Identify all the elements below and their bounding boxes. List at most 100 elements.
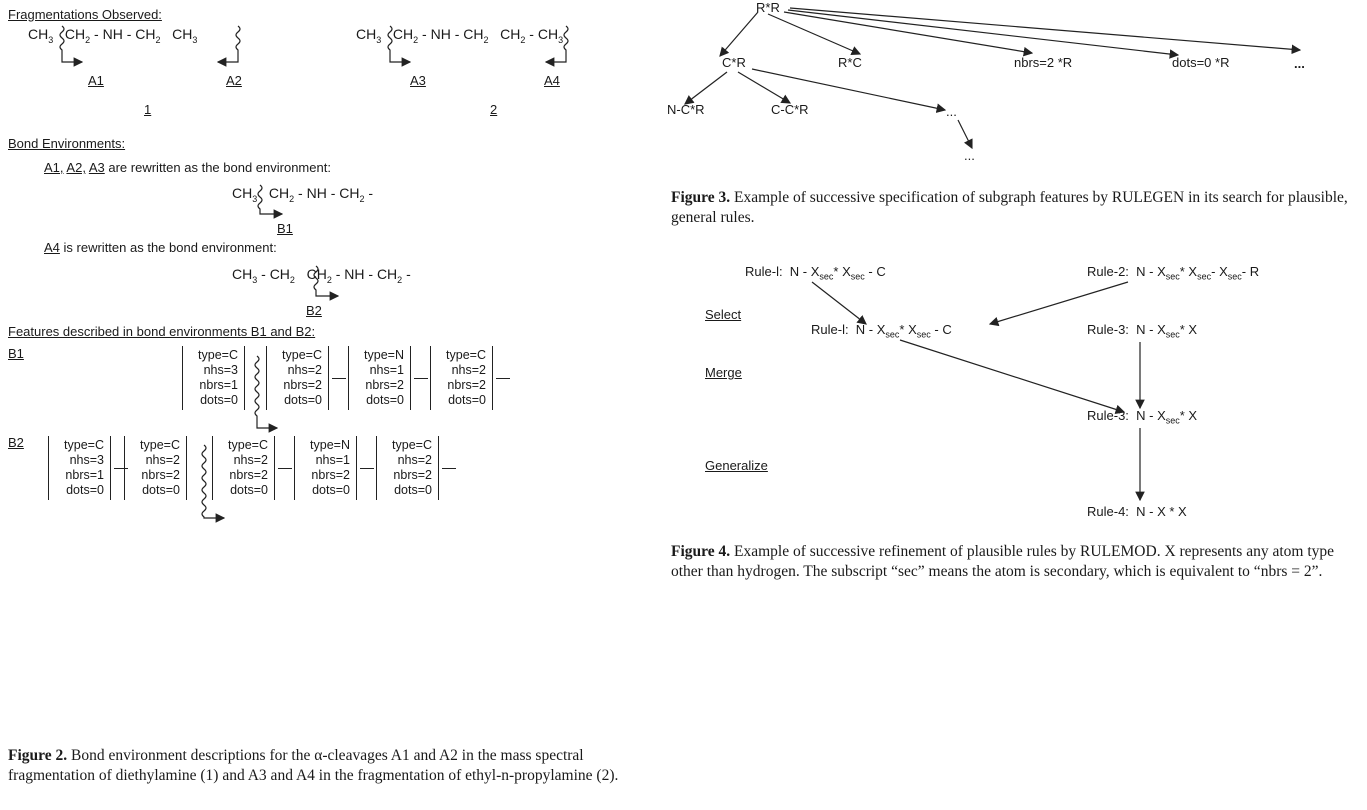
- atom-feature: nbrs=2: [311, 468, 350, 482]
- table-bracket: [356, 436, 357, 500]
- table-bracket: [110, 436, 111, 500]
- bond-environments-header: Bond Environments:: [8, 136, 126, 151]
- bond-dash: [332, 378, 346, 379]
- atom-feature: dots=0: [312, 483, 350, 497]
- bond-dash: [442, 468, 456, 469]
- atom-feature: dots=0: [448, 393, 486, 407]
- atom-feature: type=C: [392, 438, 432, 452]
- rewrite-line-1: A1, A2, A3 are rewritten as the bond env…: [44, 160, 331, 175]
- atom-feature: nbrs=1: [65, 468, 104, 482]
- fig3-node-dots: dots=0 *R: [1172, 55, 1230, 70]
- fig3-node-ellipsis-1: ...: [1294, 56, 1305, 71]
- table-bracket: [294, 436, 295, 500]
- table-bracket: [328, 346, 329, 410]
- atom-feature: dots=0: [200, 393, 238, 407]
- table-bracket: [48, 436, 49, 500]
- fragmentations-header: Fragmentations Observed:: [8, 7, 162, 22]
- cleavage-mark-b2: [313, 265, 340, 301]
- atom-feature: type=N: [310, 438, 350, 452]
- cleavage-mark-a1: [59, 25, 84, 67]
- bond-dash: [414, 378, 428, 379]
- fig3-node-ellipsis-2: ...: [946, 104, 957, 119]
- atom-feature: nbrs=2: [447, 378, 486, 392]
- fig3-node-c-r: C*R: [722, 55, 746, 70]
- rewrite-line-2: A4 is rewritten as the bond environment:: [44, 240, 277, 255]
- table-bracket: [212, 436, 213, 500]
- table-b1-cleavage: [254, 355, 279, 433]
- cleavage-mark-b1: [257, 184, 284, 219]
- atom-feature: nbrs=2: [365, 378, 404, 392]
- atom-feature: nhs=2: [451, 363, 486, 377]
- cleavage-a2: A2: [226, 73, 242, 88]
- fig3-node-c-c-r: C-C*R: [771, 102, 809, 117]
- atom-feature: nhs=2: [397, 453, 432, 467]
- cleavage-a4: A4: [544, 73, 560, 88]
- molecule-1-label: 1: [144, 102, 152, 117]
- table-bracket: [182, 346, 183, 410]
- bond-dash: [496, 378, 510, 379]
- atom-feature: nbrs=2: [393, 468, 432, 482]
- table-bracket: [410, 346, 411, 410]
- atom-feature: dots=0: [66, 483, 104, 497]
- cleavage-mark-a4: [544, 25, 569, 67]
- table-bracket: [492, 346, 493, 410]
- atom-feature: nhs=3: [69, 453, 104, 467]
- atom-feature: type=C: [282, 348, 322, 362]
- table-bracket: [266, 346, 267, 410]
- atom-feature: type=C: [140, 438, 180, 452]
- atom-feature: dots=0: [394, 483, 432, 497]
- atom-feature: nbrs=2: [283, 378, 322, 392]
- atom-feature: type=C: [198, 348, 238, 362]
- molecule-2-formula: CH3 CH2 - NH - CH2 CH2 - CH3: [356, 26, 564, 45]
- table-bracket: [274, 436, 275, 500]
- table-bracket: [124, 436, 125, 500]
- bond-environment-b1-label: B1: [277, 221, 293, 236]
- atom-feature: nhs=1: [315, 453, 350, 467]
- bond-dash: [360, 468, 374, 469]
- fig3-node-r-c: R*C: [838, 55, 862, 70]
- atom-feature: dots=0: [284, 393, 322, 407]
- features-header: Features described in bond environments …: [8, 324, 316, 339]
- fig4-rule1-top: Rule-l: N - Xsec* Xsec - C: [745, 264, 886, 282]
- b2-table-label: B2: [8, 435, 24, 450]
- atom-feature: nhs=3: [203, 363, 238, 377]
- atom-feature: dots=0: [230, 483, 268, 497]
- atom-feature: nhs=1: [369, 363, 404, 377]
- table-bracket: [348, 346, 349, 410]
- fig4-rule2-top: Rule-2: N - Xsec* Xsec- Xsec- R: [1087, 264, 1260, 282]
- atom-feature: type=N: [364, 348, 404, 362]
- bond-environment-b2-formula: CH3 - CH2 CH2 - NH - CH2 -: [232, 266, 411, 285]
- table-bracket: [186, 436, 187, 500]
- fig4-rule1-mid: Rule-l: N - Xsec* Xsec - C: [811, 322, 952, 340]
- bond-dash: [278, 468, 292, 469]
- atom-feature: dots=0: [142, 483, 180, 497]
- bond-environment-b1-formula: CH3 CH2 - NH - CH2 -: [232, 185, 374, 204]
- fig4-step-generalize: Generalize: [705, 458, 768, 473]
- fig4-step-select: Select: [705, 307, 742, 322]
- fig3-node-nbrs: nbrs=2 *R: [1014, 55, 1073, 70]
- fig4-step-merge: Merge: [705, 365, 742, 380]
- atom-feature: nhs=2: [233, 453, 268, 467]
- fig4-rule4: Rule-4: N - X * X: [1087, 504, 1187, 519]
- table-bracket: [244, 346, 245, 410]
- table-b2-cleavage: [201, 444, 226, 523]
- atom-feature: nbrs=2: [229, 468, 268, 482]
- atom-feature: nhs=2: [145, 453, 180, 467]
- cleavage-a1: A1: [88, 73, 104, 88]
- molecule-2-label: 2: [490, 102, 498, 117]
- molecule-1-formula: CH3 CH2 - NH - CH2 CH3: [28, 26, 198, 45]
- b1-table-label: B1: [8, 346, 24, 361]
- table-bracket: [376, 436, 377, 500]
- atom-feature: nbrs=2: [141, 468, 180, 482]
- fig4-rule3-low: Rule-3: N - Xsec* X: [1087, 408, 1198, 426]
- atom-feature: nhs=2: [287, 363, 322, 377]
